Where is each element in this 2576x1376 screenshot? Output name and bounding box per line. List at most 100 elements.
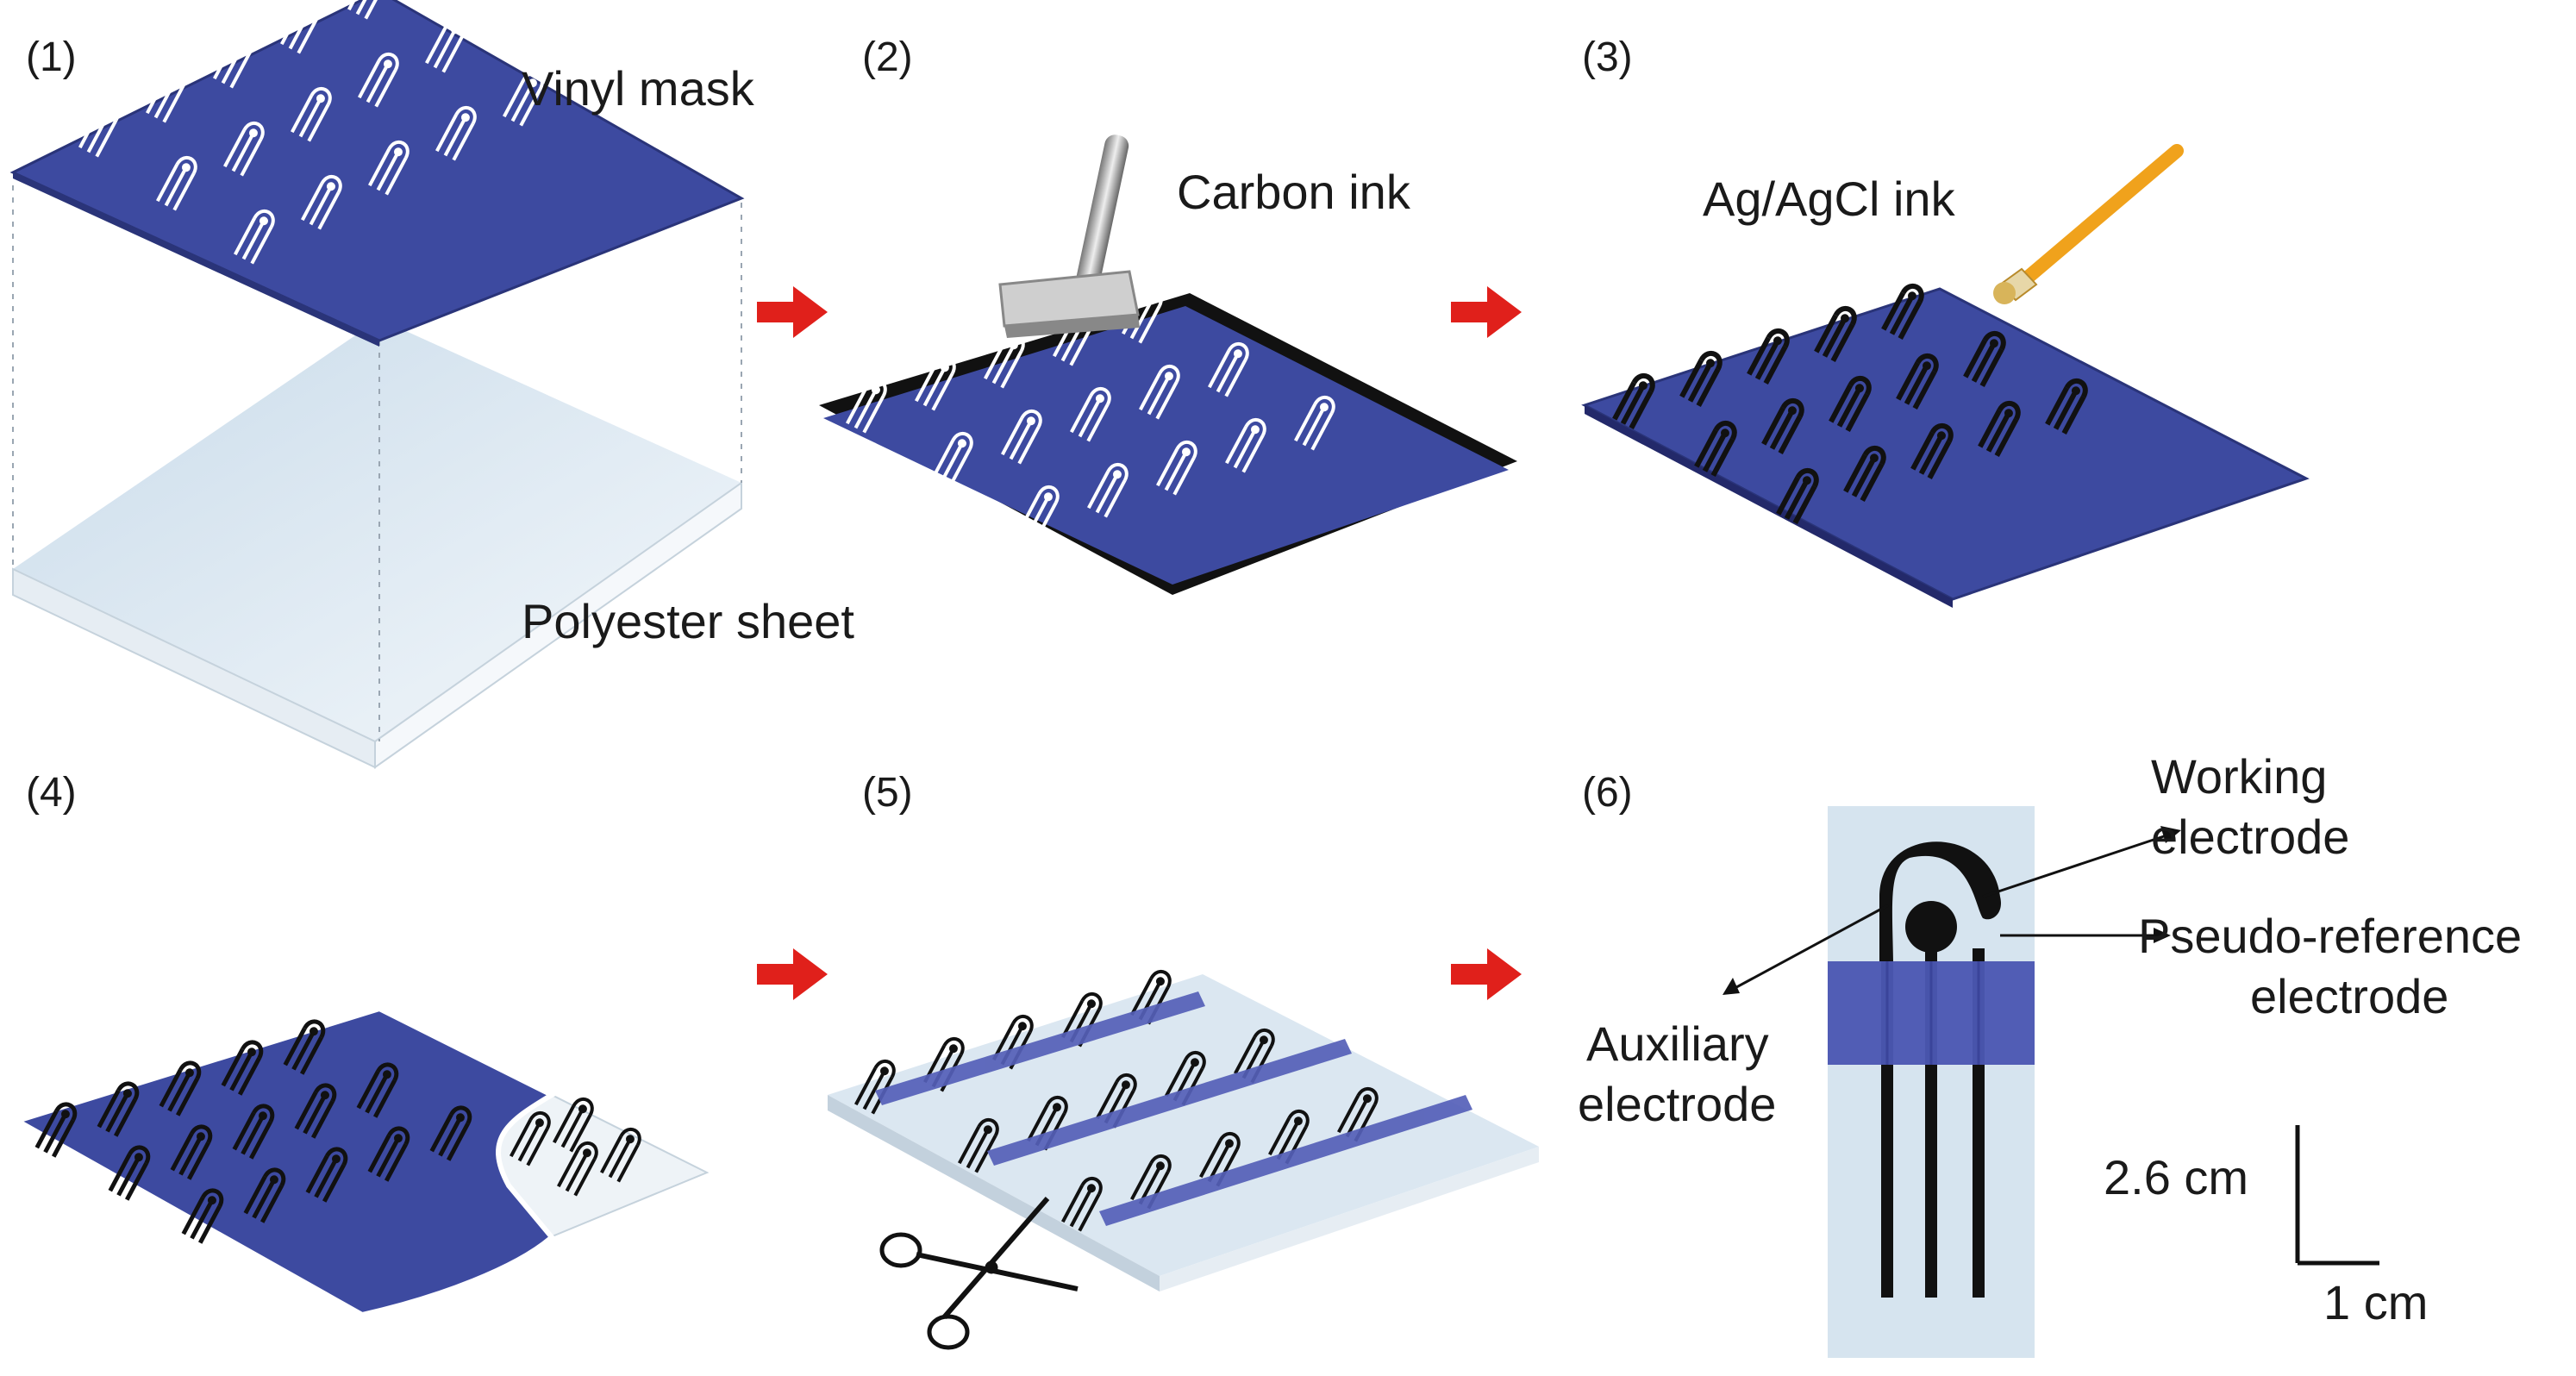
mask-electrode-opening (97, 1081, 140, 1137)
printed-electrode (1910, 422, 1954, 479)
mask-electrode-opening (1225, 417, 1266, 473)
mask-electrode-opening (146, 67, 187, 123)
printed-electrode (1896, 353, 1939, 410)
polyester-sheet-side-right (374, 481, 742, 769)
mask-electrode-opening (280, 0, 322, 54)
mask-electrode-opening (435, 105, 477, 161)
printed-electrode-pattern (1612, 283, 2088, 524)
mask-electrode-opening (78, 102, 120, 158)
pseudo-reference-label-line1: Pseudo-reference (2138, 909, 2522, 963)
printed-electrode (1881, 283, 1924, 340)
mask-electrode-opening (181, 1188, 224, 1244)
printed-electrode (958, 1117, 999, 1173)
mask-electrode-opening (503, 71, 544, 127)
printed-electrodes (510, 1097, 641, 1197)
mask-electrode-opening (1087, 462, 1129, 518)
printed-electrode (600, 1127, 641, 1183)
mask-electrode-opening (213, 33, 254, 89)
pseudo-reference-label-line2: electrode (2250, 969, 2448, 1023)
printed-electrode (2045, 378, 2088, 435)
printed-electrode (1761, 397, 1804, 454)
mask-electrode-opening (1070, 386, 1111, 442)
polyester-sheet (13, 319, 741, 741)
printed-electrode (1747, 328, 1790, 385)
mask-electrode-opening (1018, 485, 1060, 541)
mask-electrode-opening (846, 378, 887, 434)
auxiliary-electrode (1879, 841, 2001, 961)
panel-1: (1) Vinyl mask Polyester sheet (9, 0, 854, 769)
vinyl-mask-peeling (10, 1005, 558, 1318)
mask-electrode-opening (368, 140, 410, 196)
mask-electrode-opening (291, 86, 332, 142)
mask-electrode-opening (1001, 409, 1042, 465)
working-electrode-label-line2: electrode (2151, 810, 2349, 864)
panel-5: (5) (828, 770, 1539, 1350)
mask-electrode-opening (1294, 395, 1335, 451)
mask-electrode-opening (234, 209, 275, 265)
scale-vertical-label: 2.6 cm (2104, 1150, 2248, 1204)
vinyl-mask-label: Vinyl mask (522, 61, 755, 116)
working-electrode-label-line1: Working (2151, 749, 2327, 804)
panel-3: (3) Ag/AgCl ink (1581, 34, 2310, 608)
mask-electrode-opening (170, 1124, 213, 1180)
step-number-1: (1) (26, 34, 77, 80)
mask-electrode-opening (1139, 364, 1180, 420)
insulating-strips (875, 991, 1472, 1226)
scale-bar (2295, 1125, 2379, 1266)
printed-electrode (1776, 467, 1819, 524)
masked-sheet (823, 306, 1509, 585)
printed-electrode (1829, 375, 1872, 432)
printed-electrode (557, 1141, 598, 1197)
mask-electrode-opening (358, 52, 399, 108)
printed-electrode (1694, 420, 1737, 477)
printed-electrode (1814, 305, 1857, 362)
scissors-icon (879, 1197, 1079, 1350)
step-number-3: (3) (1582, 34, 1633, 80)
mask-electrode-pattern (34, 1019, 472, 1244)
mask-electrode-opening (108, 1145, 151, 1201)
mask-electrode-opening (294, 1083, 337, 1139)
printed-electrode (1963, 330, 2006, 387)
auxiliary-label-line1: Auxiliary (1586, 1016, 1769, 1071)
arrow-1-to-2 (757, 286, 828, 338)
mask-electrode-opening (156, 155, 197, 211)
printed-electrode (553, 1097, 594, 1153)
step-number-6: (6) (1582, 770, 1633, 816)
mask-electrode-opening (429, 1105, 472, 1161)
step-number-2: (2) (862, 34, 913, 80)
polyester-sheet (828, 974, 1539, 1276)
alignment-guides (12, 185, 742, 741)
process-arrows (757, 286, 1522, 1000)
mask-electrode-opening (283, 1019, 326, 1075)
mask-electrode-opening (425, 17, 466, 73)
working-electrode (1905, 901, 1957, 953)
arrow-4-to-5 (757, 948, 828, 1000)
mask-electrode-opening (232, 1104, 275, 1160)
mask-electrode-opening (984, 333, 1025, 389)
squeegee-icon (998, 134, 1140, 338)
mask-electrode-opening (243, 1167, 286, 1223)
mask-electrode-opening (34, 1102, 78, 1158)
printed-electrode (1612, 372, 1655, 429)
vinyl-mask-edge (13, 172, 379, 347)
printed-electrode (1843, 445, 1886, 502)
mask-electrode-opening (932, 431, 973, 487)
callout-arrows (1723, 826, 2181, 995)
step-number-5: (5) (862, 770, 913, 816)
mask-electrode-opening (356, 1062, 399, 1118)
mask-electrode-opening (347, 0, 387, 20)
carbon-ink-label: Carbon ink (1177, 165, 1411, 219)
arrow-5-to-6 (1451, 948, 1522, 1000)
printed-electrode (510, 1110, 551, 1166)
panel-2: (2) Carbon ink (819, 34, 1517, 595)
mask-electrode-opening (223, 121, 265, 177)
brush-icon (1993, 144, 2184, 304)
mask-electrode-opening (305, 1147, 348, 1203)
mask-electrode-opening (1208, 341, 1249, 397)
mask-electrode-opening (1156, 440, 1197, 496)
arrow-2-to-3 (1451, 286, 1522, 338)
printed-electrode (1061, 1176, 1103, 1232)
printed-electrode (1978, 400, 2021, 457)
mask-electrode-opening (159, 1060, 202, 1116)
